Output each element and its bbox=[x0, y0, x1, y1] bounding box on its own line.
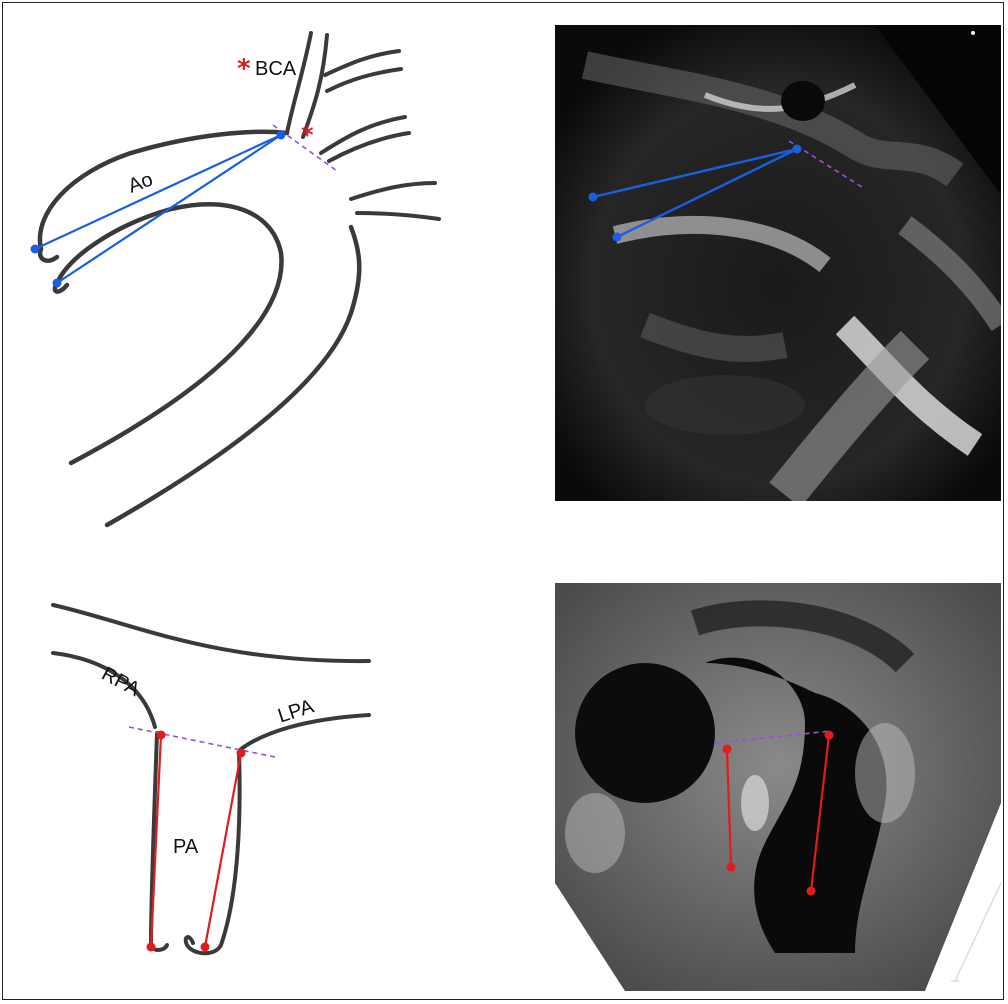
aortic-point-1 bbox=[31, 245, 40, 254]
label-ao: Ao bbox=[125, 169, 156, 198]
aortic-measure-line-2 bbox=[57, 135, 281, 283]
aorta-inner-wall bbox=[57, 204, 282, 463]
us1-point-2 bbox=[613, 233, 622, 242]
pa-upper-wall bbox=[53, 605, 369, 661]
branch-2-lower bbox=[329, 133, 409, 161]
aortic-point-2 bbox=[53, 279, 62, 288]
pa-point-1-bottom bbox=[147, 943, 156, 952]
marker-star-1: * bbox=[237, 54, 251, 84]
us1-point-apex bbox=[793, 145, 802, 154]
ultrasound-pulmonary-view bbox=[555, 583, 1001, 991]
aortic-measure-line-1 bbox=[35, 135, 281, 249]
aorta-tip-1 bbox=[40, 249, 57, 261]
label-pa: PA bbox=[173, 836, 199, 858]
us2-point-1-top bbox=[723, 745, 732, 754]
us2-point-2-top bbox=[825, 731, 834, 740]
pa-point-2-bottom bbox=[201, 943, 210, 952]
pa-measure-line-2 bbox=[205, 753, 241, 947]
branch-3-lower bbox=[357, 213, 439, 219]
pa-point-2-top bbox=[237, 749, 246, 758]
rpa-lower-wall bbox=[53, 653, 155, 727]
bca-left-wall bbox=[287, 33, 311, 133]
aorta-outer-descending bbox=[107, 227, 359, 525]
us2-point-2-bottom bbox=[807, 887, 816, 896]
label-bca: BCA bbox=[255, 58, 297, 80]
pulmonary-artery-sketch: RPA LPA PA bbox=[43, 593, 383, 963]
aortic-arch-sketch: Ao * BCA * bbox=[11, 13, 491, 533]
us1-point-1 bbox=[589, 193, 598, 202]
marker-star-2: * bbox=[301, 121, 314, 149]
branch-3-upper bbox=[351, 183, 435, 199]
aortic-point-apex bbox=[277, 131, 286, 140]
ultrasound-aortic-view bbox=[555, 25, 1001, 501]
pa-point-1-top bbox=[157, 731, 166, 740]
lpa-lower-wall bbox=[241, 715, 369, 749]
branch-1-lower bbox=[327, 69, 401, 91]
us2-point-1-bottom bbox=[727, 863, 736, 872]
